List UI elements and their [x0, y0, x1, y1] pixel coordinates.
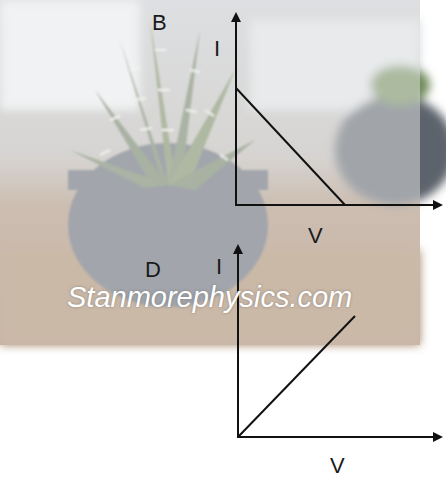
- axis-label: V: [330, 455, 345, 477]
- axis-label: I: [216, 256, 222, 278]
- graph-d-axes: [237, 246, 441, 438]
- graph-letter: B: [152, 12, 167, 34]
- plant-photo: [0, 0, 446, 345]
- watermark: Stanmorephysics.com: [67, 283, 352, 312]
- axis-label: I: [214, 38, 220, 60]
- graph-letter: D: [145, 259, 161, 281]
- axis-label: V: [308, 225, 323, 247]
- graph-b-axes: [235, 14, 441, 206]
